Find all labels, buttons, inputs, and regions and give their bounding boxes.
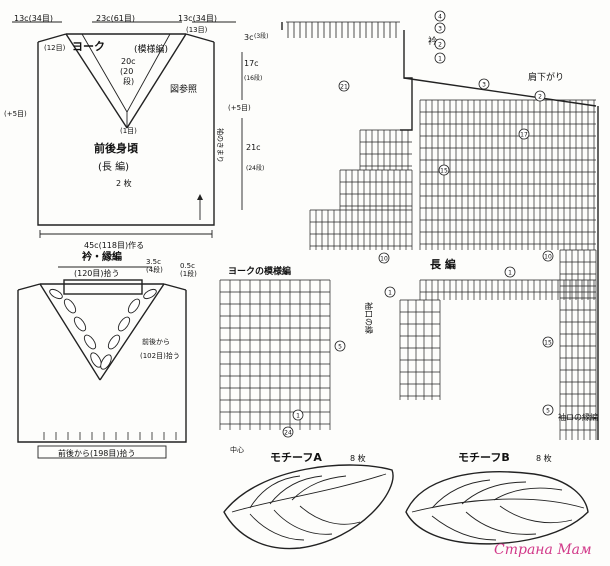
row-marker <box>504 266 516 278</box>
side-dan: (1段) <box>180 269 197 278</box>
r-24dan: (24段) <box>246 164 264 172</box>
row-marker-label: 3 <box>438 26 442 33</box>
motif-b-name: モチーフB <box>458 451 510 464</box>
row-marker-label: 10 <box>544 254 552 261</box>
row-marker <box>534 90 546 102</box>
motif-a-name: モチーフA <box>270 451 322 464</box>
center-label: 中心 <box>230 445 244 454</box>
row-marker <box>478 78 490 90</box>
row-marker-label: 21 <box>340 84 348 91</box>
row-marker <box>518 128 530 140</box>
front-back-count: (102目)拾う <box>140 351 180 360</box>
row-marker-label: 2 <box>438 42 442 49</box>
yoke-pattern-label: ヨークの模様編 <box>228 265 291 277</box>
pattern-note: (模様編) <box>134 43 168 55</box>
row-marker <box>434 10 446 22</box>
top-dimensions: 13c(34目) 23c(61目) 13c(34目) <box>12 14 236 23</box>
motif-b: モチーフB 8 枚 <box>405 451 589 545</box>
body-count: 2 枚 <box>116 178 132 188</box>
row-marker <box>438 164 450 176</box>
row-marker-label: 10 <box>380 256 388 263</box>
pattern-ref: 図参照 <box>170 83 197 95</box>
collar-schematic: 衿・縁編 (120目)拾う 3.5c (4段) 0.5c (1段) 前後から (… <box>17 250 197 459</box>
armhole-label: 袖のきまり <box>216 128 225 163</box>
row-marker-label: 1 <box>438 56 442 63</box>
row-marker <box>434 38 446 50</box>
r-3c: 3c <box>244 33 254 42</box>
row-marker-label: 4 <box>438 14 442 21</box>
row-marker <box>338 80 350 92</box>
row-marker-label: 15 <box>440 168 448 175</box>
svg-text:20c: 20c <box>121 57 136 66</box>
right-inc: (+5目) <box>228 104 251 112</box>
neck-h: 3.5c <box>146 258 161 266</box>
motif-a-count: 8 枚 <box>350 453 366 463</box>
neck-dan: (4段) <box>146 265 163 274</box>
row-marker-label: 1 <box>296 413 300 420</box>
v-bottom: (1目) <box>120 127 137 135</box>
dim-right: 13c(34目) <box>178 14 217 23</box>
row-marker <box>292 409 304 421</box>
row-marker <box>542 404 554 416</box>
body-schematic: ヨーク (模様編) 20c (20 段) 図参照 (1目) (12目) (13目… <box>4 26 269 250</box>
sleeve-edge-label: 袖口の縁 <box>364 302 374 334</box>
svg-text:(20: (20 <box>120 67 133 76</box>
neck-count: (120目)拾う <box>74 268 120 278</box>
row-marker-label: 5 <box>338 344 342 351</box>
corner-left: (12目) <box>44 44 66 52</box>
row-marker <box>334 340 346 352</box>
row-marker <box>282 426 294 438</box>
r-3dan: (3段) <box>254 32 269 40</box>
row-marker-label: 1 <box>508 270 512 277</box>
collar-title: 衿・縁編 <box>82 250 122 263</box>
front-back-label: 前後から <box>142 337 170 346</box>
row-marker <box>434 22 446 34</box>
collar-chart <box>286 21 400 38</box>
dim-mid: 23c(61目) <box>96 14 135 23</box>
corner-right: (13目) <box>186 26 208 34</box>
row-marker-label: 1 <box>388 290 392 297</box>
row-marker-label: 5 <box>546 408 550 415</box>
hem-label: 前後から(198目)拾う <box>58 448 136 458</box>
r-21c: 21c <box>246 143 261 152</box>
row-marker <box>384 286 396 298</box>
bottom-dim: 45c(118目)作る <box>84 240 144 250</box>
left-inc: (+5目) <box>4 110 27 118</box>
motif-a: モチーフA 8 枚 <box>223 451 394 550</box>
row-marker <box>542 336 554 348</box>
row-marker <box>378 252 390 264</box>
svg-text:段): 段) <box>123 76 134 86</box>
r-17c: 17c <box>244 59 259 68</box>
dim-left: 13c(34目) <box>14 14 53 23</box>
r-16dan: (16段) <box>244 74 262 82</box>
body-stitch: (長 編) <box>98 160 129 173</box>
side-h: 0.5c <box>180 262 195 270</box>
row-marker <box>542 250 554 262</box>
shoulder-label: 肩下がり <box>528 71 564 83</box>
watermark: Страна Мам <box>494 542 592 558</box>
row-marker-label: 24 <box>284 430 292 437</box>
edge-label: 袖ロの縁編 <box>558 412 598 422</box>
row-marker <box>434 52 446 64</box>
row-marker-label: 17 <box>520 132 528 139</box>
long-stitch-label: 長 編 <box>430 257 456 271</box>
motif-b-count: 8 枚 <box>536 453 552 463</box>
row-marker-label: 15 <box>544 340 552 347</box>
row-marker-label: 2 <box>538 94 542 101</box>
collar-chart-label: 衿 <box>428 35 437 47</box>
yoke-label: ヨーク <box>72 40 105 53</box>
row-marker-label: 3 <box>482 82 486 89</box>
body-title: 前後身頃 <box>94 141 139 155</box>
